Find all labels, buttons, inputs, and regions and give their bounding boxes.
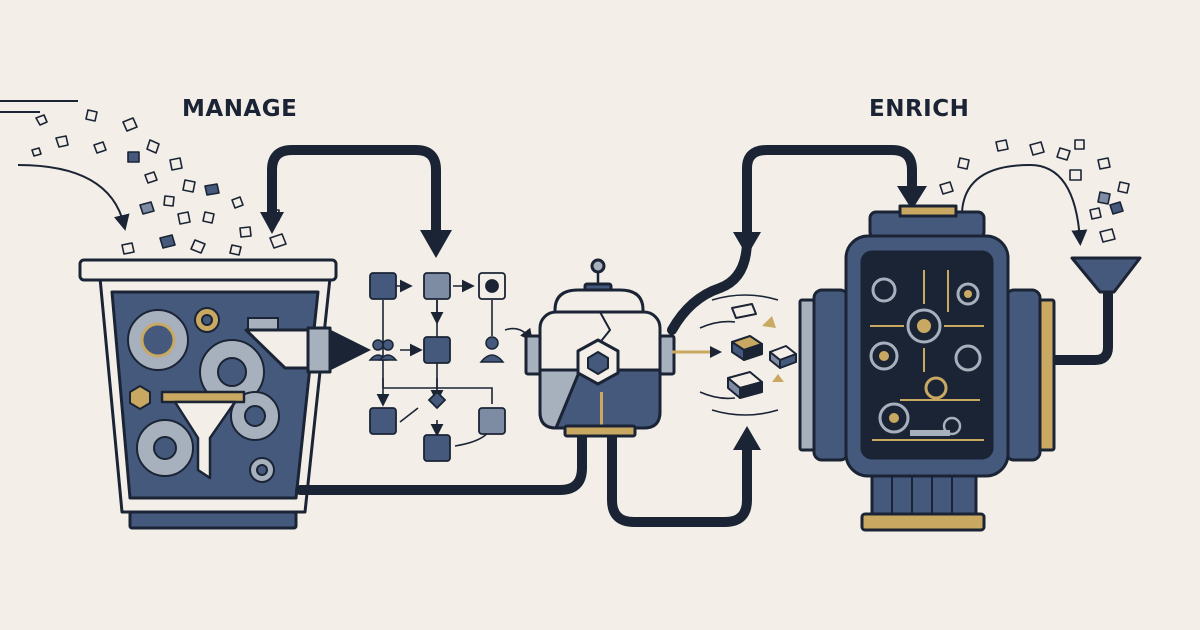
machine-internals: [869, 270, 984, 441]
gear-icon: [249, 457, 275, 483]
flow-arrowhead-enrich: [897, 186, 927, 210]
flow-node: [369, 407, 397, 435]
gear-icon: [871, 277, 897, 303]
flow-node: [478, 407, 506, 435]
flow-pipe-bottom-left: [295, 427, 587, 495]
incoming-stream-right: [961, 163, 1088, 246]
flow-pipe-enrich: [667, 145, 917, 335]
gear-icon: [136, 419, 194, 477]
falling-debris-right: [939, 139, 1130, 243]
incoming-stream-left: [0, 100, 130, 231]
gear-icon: [942, 416, 962, 436]
person-icon: [368, 339, 398, 361]
gear-icon: [906, 308, 942, 344]
falling-debris-left: [31, 109, 287, 256]
flow-node: [423, 434, 451, 462]
machine-icon: [798, 204, 1113, 532]
bin-outlet-spout: [244, 326, 332, 374]
gear-icon: [878, 402, 910, 434]
gear-icon: [924, 376, 948, 400]
flow-node: [369, 272, 397, 300]
data-block-icon: [731, 303, 757, 319]
bin-gears: [127, 307, 280, 483]
flow-node-decision: [427, 390, 447, 410]
person-icon: [479, 336, 505, 363]
gear-icon: [230, 391, 280, 441]
gear-icon: [954, 344, 982, 372]
flow-node: [423, 336, 451, 364]
flowchart-icon: [368, 272, 533, 462]
flow-pipe-start-cap: [260, 212, 284, 234]
flow-node: [423, 272, 451, 300]
gear-icon: [127, 309, 189, 371]
flow-arrowhead-up: [733, 426, 761, 450]
capsule-processor-icon: [524, 258, 676, 438]
hopper-icon: [1070, 256, 1142, 294]
flow-arrowhead-down: [420, 230, 452, 258]
data-block-cluster: [699, 294, 797, 416]
gear-icon: [199, 339, 265, 405]
flow-pipe-manage: [267, 145, 441, 237]
flow-arrowhead-split: [733, 232, 761, 256]
funnel-icon: [160, 390, 246, 480]
gear-icon: [869, 341, 899, 371]
flow-pipe-bottom-right: [607, 420, 752, 527]
gear-icon: [956, 282, 980, 306]
gear-icon: [194, 307, 220, 333]
enrich-label: ENRICH: [869, 96, 970, 122]
manage-label: MANAGE: [182, 96, 298, 122]
